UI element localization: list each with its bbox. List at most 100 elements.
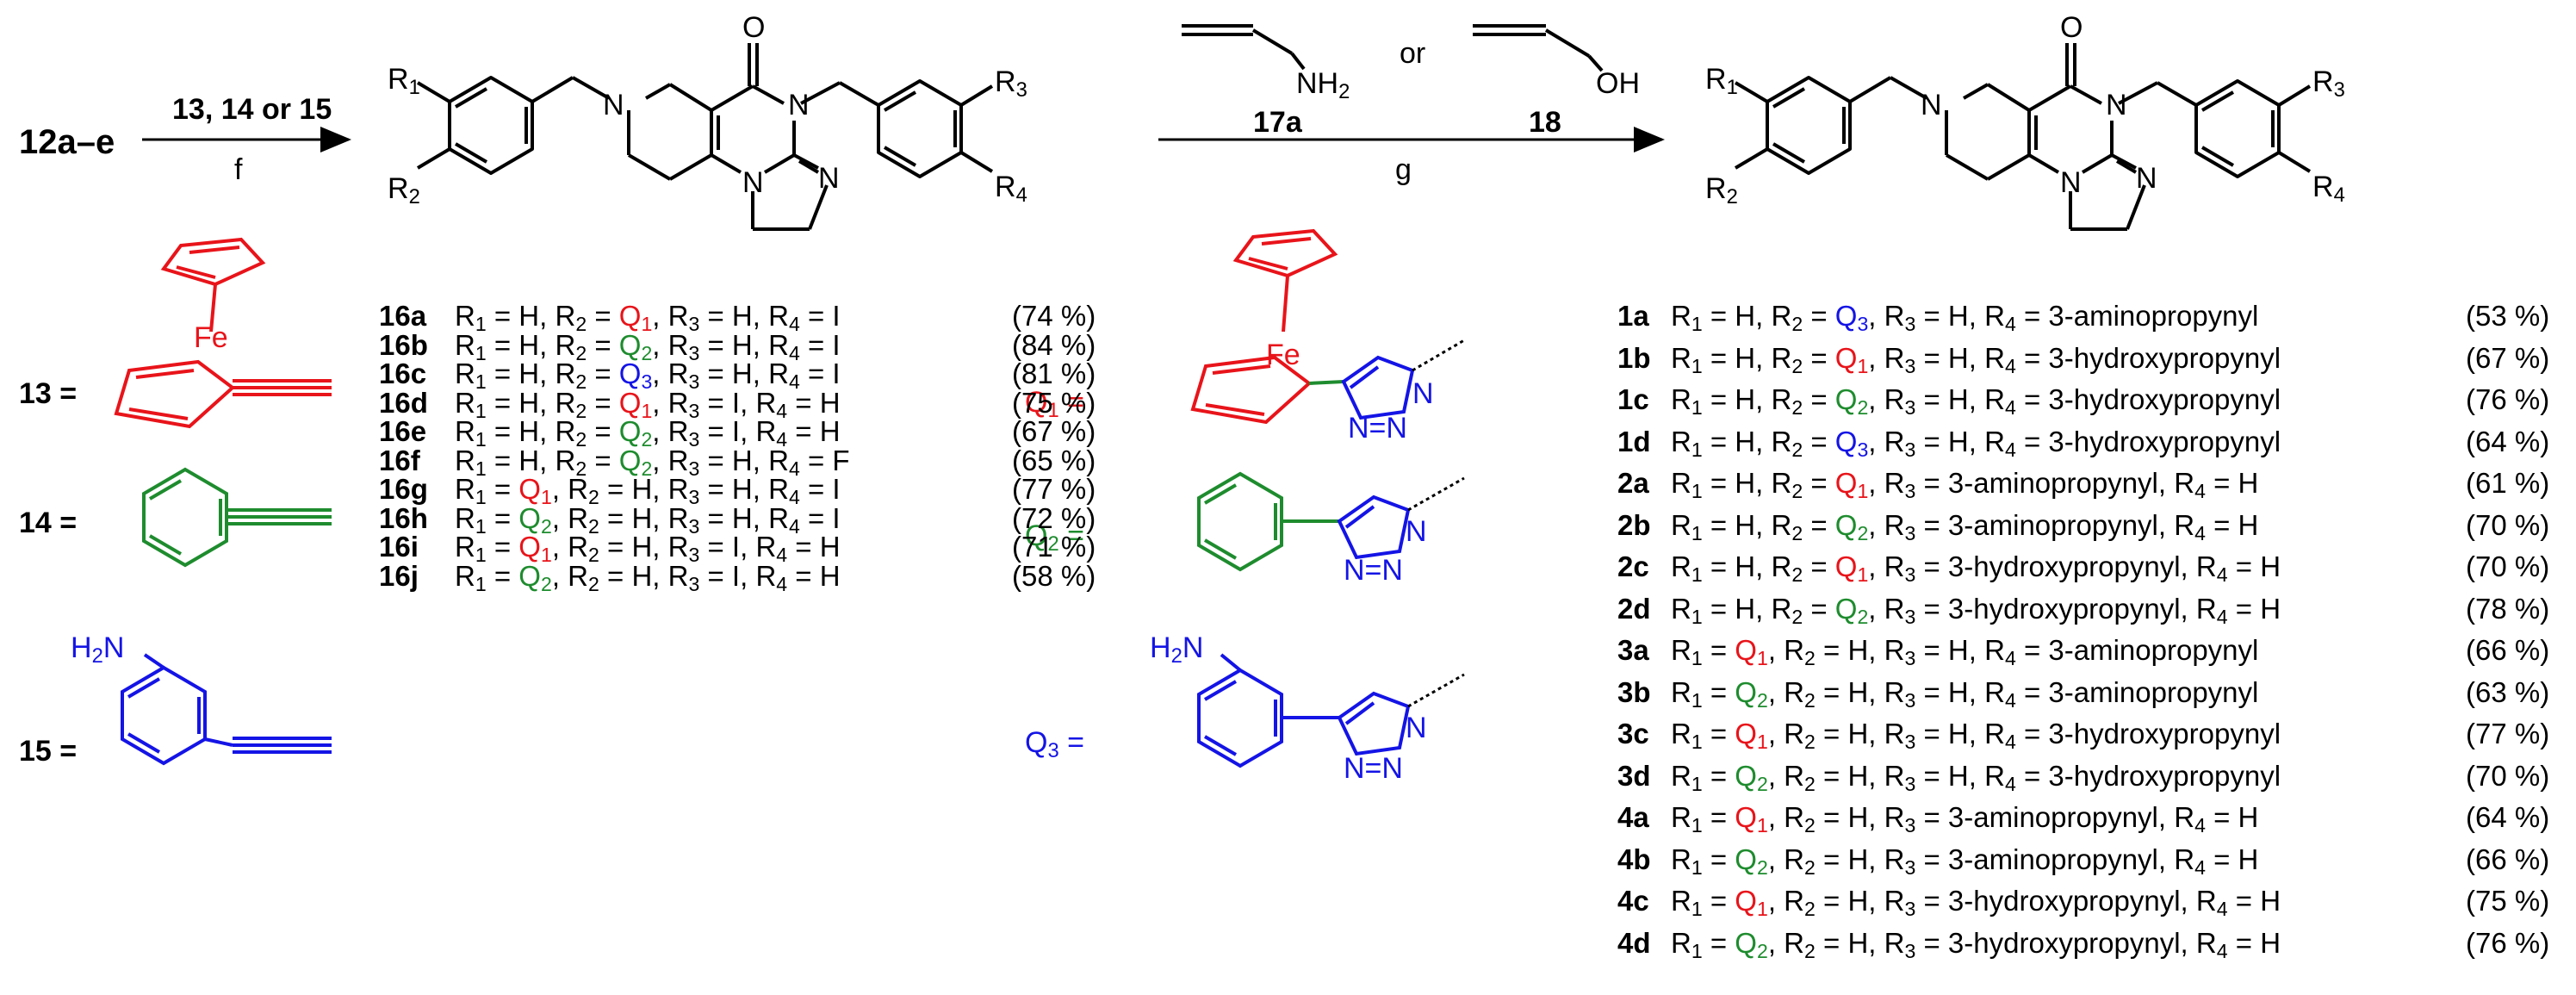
N-atom: N <box>1406 712 1427 744</box>
compound-code: 3d <box>1617 759 1651 792</box>
substituent-q2: Q2 <box>1834 383 1869 419</box>
compound-code: 1d <box>1617 425 1651 457</box>
yield-value: (66 %) <box>2466 843 2550 875</box>
substituent-q1: Q1 <box>1735 801 1768 836</box>
substituent-q2: Q2 <box>1834 592 1869 628</box>
substituent-q2: Q2 <box>1735 759 1768 795</box>
compound-code: 16h <box>379 501 428 534</box>
compound-code: 16c <box>379 358 427 389</box>
compound-code: 3b <box>1617 675 1651 708</box>
N-atom: N <box>1412 377 1434 410</box>
substituent-q1: Q1 <box>1834 341 1869 377</box>
substituent-q1: Q1 <box>1834 550 1869 586</box>
compound-code: 2a <box>1617 467 1649 499</box>
yield-value: (61 %) <box>2466 467 2550 499</box>
yield-value: (74 %) <box>1012 300 1096 332</box>
compound-code: 4b <box>1617 843 1651 875</box>
substituent-q2: Q2 <box>1735 926 1768 962</box>
H2N-atom: H2N <box>71 631 125 668</box>
compound-code: 1a <box>1617 300 1649 332</box>
start-compound-label: 12a–e <box>19 123 115 161</box>
yield-value: (71 %) <box>1012 531 1096 563</box>
O-atom: O <box>742 11 766 44</box>
compound-code: 2b <box>1617 508 1651 541</box>
yield-value: (66 %) <box>2466 634 2550 666</box>
N-atom: N <box>1406 515 1427 548</box>
N-atom: N <box>2060 166 2082 199</box>
reagents-label: 13, 14 or 15 <box>172 93 332 126</box>
substituent-q1: Q1 <box>518 473 552 508</box>
compound-code: 2c <box>1617 550 1649 582</box>
substituent-q1: Q1 <box>1834 467 1869 502</box>
N-atom: N <box>788 89 810 121</box>
yield-value: (72 %) <box>1012 501 1096 534</box>
N-atom: N=N <box>1344 752 1403 785</box>
N-atom: N=N <box>1348 412 1407 445</box>
yield-value: (78 %) <box>2466 592 2550 625</box>
compound-code: 4d <box>1617 926 1651 959</box>
yield-value: (76 %) <box>2466 926 2550 959</box>
R4-label-2: R4 <box>2312 171 2345 207</box>
amine-NH2: NH2 <box>1296 67 1350 103</box>
yield-value: (84 %) <box>1012 328 1096 361</box>
R3-label-2: R3 <box>2312 65 2345 102</box>
compound-code: 16e <box>379 415 427 447</box>
compound-code: 16j <box>379 559 419 592</box>
Fe-atom: Fe <box>1266 339 1300 371</box>
H2N-atom: H2N <box>1150 631 1204 668</box>
R3-label-1: R3 <box>995 65 1027 102</box>
substituent-q2: Q2 <box>618 415 653 451</box>
yield-value: (64 %) <box>2466 801 2550 833</box>
reagent-14-label: 14 = <box>19 507 78 539</box>
N-atom: N <box>603 89 624 121</box>
substituent-q2: Q2 <box>1735 843 1768 879</box>
substituent-q3: Q3 <box>1834 300 1869 335</box>
compound-code: 16d <box>379 386 428 419</box>
substituent-q2: Q2 <box>518 501 552 538</box>
yield-value: (58 %) <box>1012 559 1096 592</box>
substituent-q2: Q2 <box>618 328 653 364</box>
R1-label-2: R1 <box>1705 63 1738 99</box>
substituent-q1: Q1 <box>618 300 653 335</box>
reagent-15-label: 15 = <box>19 735 78 768</box>
condition-f: f <box>234 153 243 186</box>
N-atom: N <box>2136 162 2157 195</box>
Q3-label: Q3 = <box>1025 726 1085 762</box>
N-atom: N=N <box>1344 554 1403 587</box>
or-label: or <box>1400 37 1426 70</box>
Fe-atom: Fe <box>194 321 228 354</box>
R2-label-2: R2 <box>1705 172 1738 208</box>
yield-value: (77 %) <box>2466 718 2550 749</box>
yield-value: (75 %) <box>1012 386 1096 419</box>
yield-value: (53 %) <box>2466 300 2550 332</box>
N-atom: N <box>2106 89 2127 121</box>
substituent-q3: Q3 <box>618 358 653 393</box>
yield-value: (76 %) <box>2466 383 2550 415</box>
alcohol-OH: OH <box>1596 67 1640 100</box>
compound-code: 3a <box>1617 634 1649 666</box>
compound-code: 4c <box>1617 885 1649 917</box>
yield-value: (64 %) <box>2466 425 2550 457</box>
R4-label-1: R4 <box>995 171 1027 207</box>
reagent-13-label: 13 = <box>19 377 78 410</box>
N-atom: N <box>818 162 840 195</box>
